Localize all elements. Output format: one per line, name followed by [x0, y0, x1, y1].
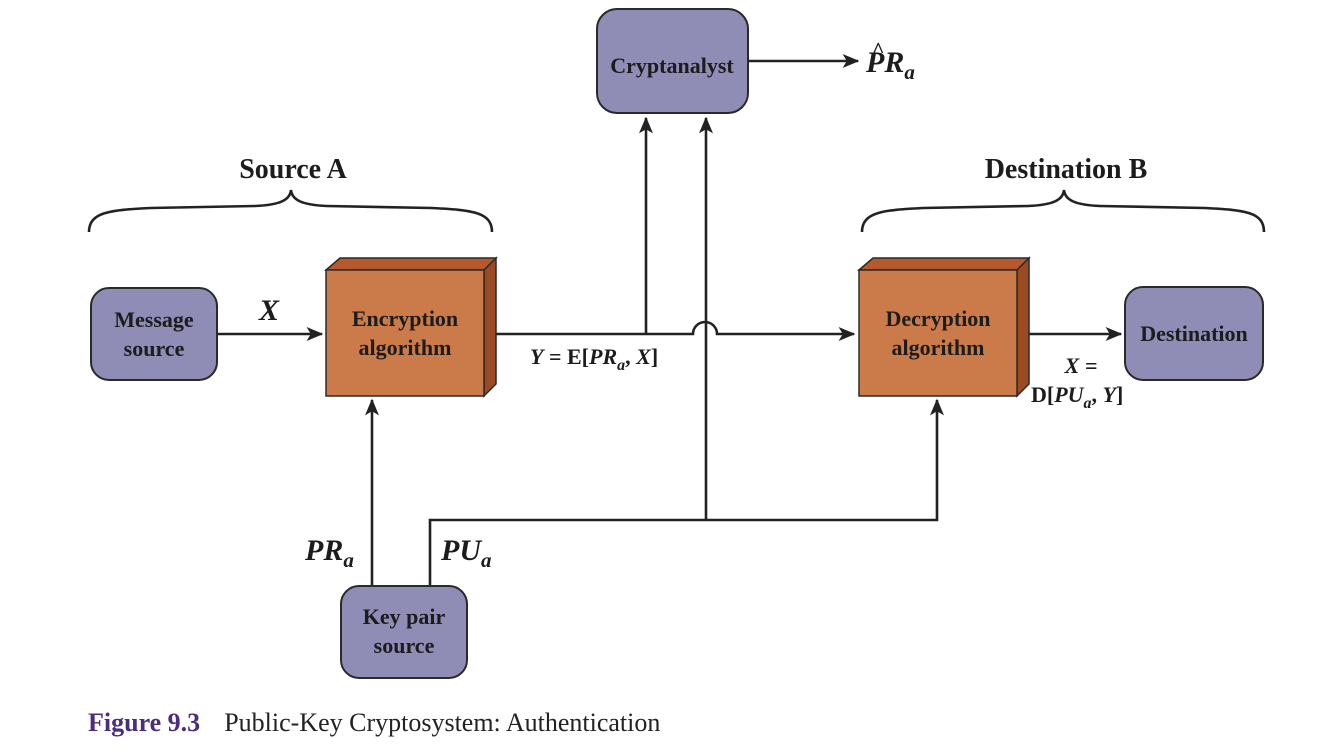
key-pair-source-box: Key pair source [340, 585, 468, 679]
decryption-label-1: Decryption [885, 306, 990, 331]
message-source-label-2: source [124, 336, 185, 361]
arrow-publickey-to-decryption [428, 398, 944, 586]
plaintext-output-formula: D[PUa, Y] [1031, 382, 1123, 412]
key-pair-label-1: Key pair [363, 604, 446, 629]
arrow-ciphertext-to-decryption [486, 320, 856, 341]
cryptanalyst-box: Cryptanalyst [596, 8, 749, 114]
message-source-box: Message source [90, 287, 218, 381]
decryption-label-2: algorithm [892, 335, 985, 360]
public-key-label: PUa [440, 534, 492, 572]
svg-text:source: source [124, 336, 185, 361]
destination-b-brace [860, 189, 1266, 233]
encryption-algorithm-box: Encryption algorithm [323, 256, 498, 398]
estimated-private-key-label: ^ PRa [865, 37, 915, 84]
destination-box: Destination [1124, 286, 1264, 381]
source-a-heading: Source A [239, 154, 347, 185]
svg-text:Message: Message [114, 307, 194, 332]
encryption-label-2: algorithm [359, 335, 452, 360]
plaintext-output-line1: X = [1064, 353, 1098, 378]
private-key-label: PRa [304, 534, 354, 572]
destination-label: Destination [1140, 321, 1248, 346]
source-a-brace [87, 189, 494, 233]
cryptanalyst-label: Cryptanalyst [610, 53, 734, 78]
figure-caption: Figure 9.3 Public-Key Cryptosystem: Authe… [88, 708, 660, 737]
figure-caption-text: Public-Key Cryptosystem: Authentication [224, 708, 660, 737]
estimate-key: PR [865, 46, 904, 79]
key-pair-label-2: source [374, 633, 435, 658]
estimate-subscript: a [904, 60, 915, 84]
decryption-algorithm-box: Decryption algorithm [856, 256, 1031, 398]
svg-text:PRa: PRa [865, 46, 915, 84]
estimate-hat: ^ [872, 37, 885, 62]
message-source-label-1: Message [114, 307, 194, 332]
destination-b-heading: Destination B [985, 154, 1148, 185]
ciphertext-formula: Y = E[PRa, X] [530, 344, 658, 374]
figure-number: Figure 9.3 [88, 708, 200, 737]
encryption-label-1: Encryption [352, 306, 458, 331]
plaintext-input-label: X [258, 294, 280, 327]
